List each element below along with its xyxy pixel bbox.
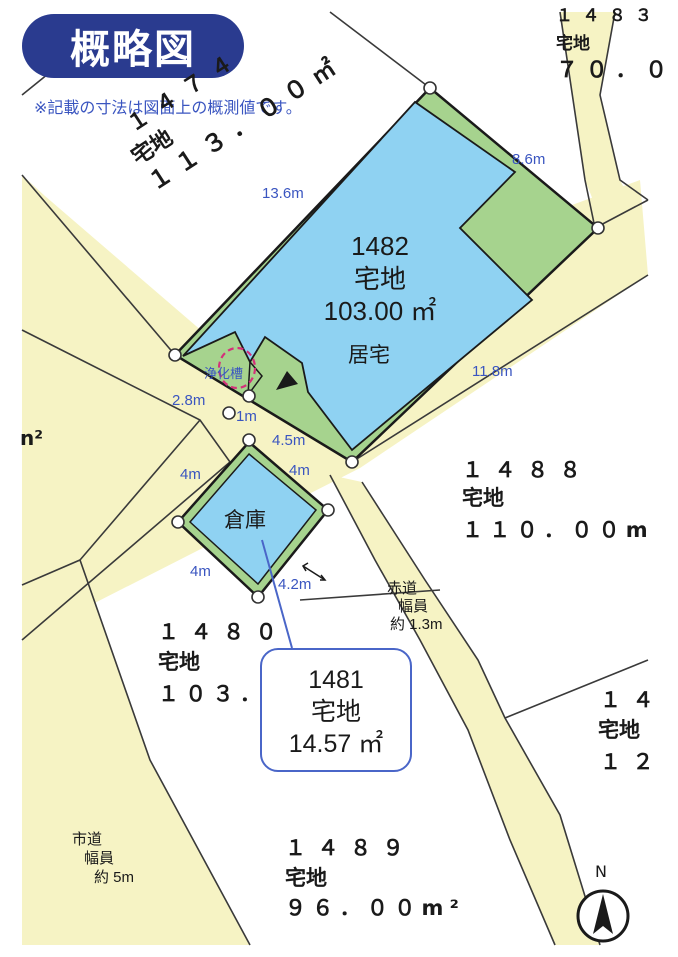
dimension-1m: 1m [236, 408, 257, 425]
dimension-4m-bottom: 4m [190, 563, 211, 580]
lot-14-number: １４ [600, 688, 666, 712]
lot-1489-area: ９６．００m² [285, 896, 466, 920]
city-road-width-label: 幅員 [84, 850, 115, 867]
parcel-boundary-lines [21, 11, 649, 946]
lot-14-area: １２ [600, 750, 666, 774]
lot-1483-use: 宅地 [556, 34, 590, 54]
lot-1481-callout-text: 1481 宅地 14.57 ㎡ [262, 664, 410, 760]
red-road-width-label: 幅員 [398, 598, 429, 615]
lot-1480-number: １４８０ [158, 620, 289, 644]
north-label: N [595, 862, 607, 881]
road-upper-right [560, 12, 640, 230]
lot-1482-house-area [182, 100, 534, 452]
north-arrow-graphic [576, 889, 630, 943]
left-edge-area-fragment: n² [20, 426, 43, 450]
septic-tank-marker [217, 346, 257, 390]
lot-1488-area: １１０．００m [462, 518, 654, 542]
dimension-4-5m: 4.5m [272, 432, 306, 449]
lot-1481-building [188, 452, 318, 586]
entrance-triangle-icon [276, 371, 298, 390]
dimension-11-8m: 11.8m [472, 363, 513, 380]
compass-north-icon: N [575, 864, 631, 946]
lot-14-use: 宅地 [598, 718, 640, 742]
red-road-width: 約 1.3m [390, 616, 443, 633]
dimension-8-6m: 8.6m [512, 151, 546, 168]
lot-1482-label: 1482 宅地 103.00 ㎡ [300, 230, 460, 328]
lot-1481-callout: 1481 宅地 14.57 ㎡ [260, 648, 412, 772]
lot-1481-use: 宅地 [310, 698, 361, 726]
lot-1489-number: １４８９ [285, 836, 416, 860]
dimension-4-2m: 4.2m [278, 576, 312, 593]
city-road-width: 約 5m [94, 869, 135, 886]
dimension-2-8m: 2.8m [172, 392, 206, 409]
lot-1482-building-label: 居宅 [348, 344, 390, 367]
lot-1483-area: ７０．０ [556, 58, 675, 83]
lot-1481-number: 1481 [308, 666, 364, 694]
dimension-4m-right: 4m [289, 462, 310, 479]
lot-1489-use: 宅地 [285, 866, 327, 890]
road-city-road [22, 560, 250, 945]
dimension-13-6m: 13.6m [262, 185, 304, 202]
lot-1482-area: 103.00 ㎡ [323, 296, 437, 326]
dimension-arrow-icon [301, 562, 327, 581]
survey-point-icon [168, 81, 605, 604]
lot-1480-use: 宅地 [158, 650, 200, 674]
road-lower-left-strip [22, 205, 200, 420]
callout-leader-line [261, 539, 293, 649]
city-road-name: 市道 [72, 831, 103, 848]
map-title-badge: 概略図 [22, 14, 244, 78]
measurement-note: ※記載の寸法は図面上の概測値です。 [34, 98, 302, 117]
lot-1488-number: １４８８ [462, 458, 593, 482]
lot-1481-storage-label: 倉庫 [224, 509, 266, 532]
dimension-4m-left: 4m [180, 466, 201, 483]
lot-1482-number: 1482 [351, 231, 409, 261]
septic-tank-label: 浄化槽 [204, 367, 244, 382]
lot-1482-use: 宅地 [353, 263, 406, 294]
lot-1481-area: 14.57 ㎡ [288, 730, 384, 758]
lot-1483-number: １４８３ [556, 6, 662, 26]
red-road-name: 赤道 [387, 580, 418, 597]
lot-1488-use: 宅地 [462, 486, 504, 510]
lot-1480-area: １０３． [158, 682, 268, 706]
